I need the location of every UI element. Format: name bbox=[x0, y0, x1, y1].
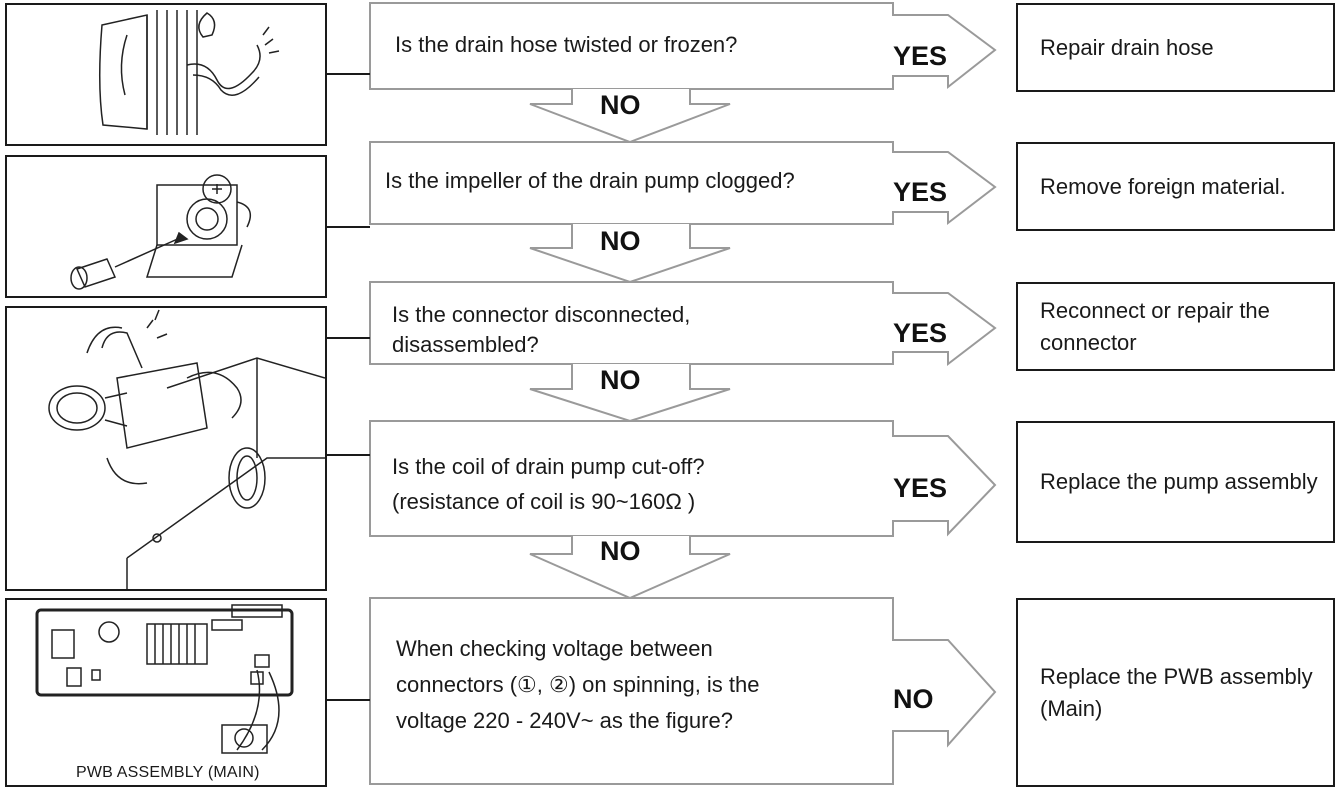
question-1-text: Is the drain hose twisted or frozen? bbox=[395, 32, 738, 57]
question-box-5 bbox=[369, 597, 997, 785]
yes-label-2: YES bbox=[893, 177, 948, 207]
question-4-line-2: (resistance of coil is 90~160Ω ) bbox=[392, 489, 696, 514]
pwb-board-illustration bbox=[5, 598, 327, 787]
question-3-line-2: disassembled? bbox=[392, 332, 539, 357]
drain-hose-illustration bbox=[5, 3, 327, 146]
pwb-caption: PWB ASSEMBLY (MAIN) bbox=[76, 764, 260, 781]
action-box-4: Replace the pump assembly bbox=[1016, 421, 1335, 543]
question-5-line-3: voltage 220 - 240V~ as the figure? bbox=[396, 708, 733, 733]
pump-filter-icon bbox=[70, 174, 252, 290]
no-label-4: NO bbox=[600, 536, 641, 566]
pump-connector-icon bbox=[48, 309, 326, 589]
no-label-2: NO bbox=[600, 226, 641, 256]
action-box-3: Reconnect or repair the connector bbox=[1016, 282, 1335, 371]
action-box-2: Remove foreign material. bbox=[1016, 142, 1335, 231]
question-2-text: Is the impeller of the drain pump clogge… bbox=[385, 168, 795, 193]
yes-label-1: YES bbox=[893, 41, 948, 71]
yes-label-4: YES bbox=[893, 473, 948, 503]
yes-label-3: YES bbox=[893, 318, 948, 348]
question-5-line-2: connectors (①, ②) on spinning, is the bbox=[396, 672, 760, 697]
no-label-1: NO bbox=[600, 90, 641, 120]
drain-hose-icon bbox=[98, 10, 280, 135]
drain-pump-filter-illustration bbox=[5, 155, 327, 298]
question-5-line-1: When checking voltage between bbox=[396, 636, 713, 661]
no-label-5: NO bbox=[893, 684, 934, 714]
question-box-4 bbox=[369, 420, 997, 537]
question-box-3 bbox=[369, 281, 997, 367]
pwb-board-icon bbox=[35, 604, 294, 754]
question-box-2 bbox=[369, 141, 997, 226]
action-box-1: Repair drain hose bbox=[1016, 3, 1335, 92]
question-box-1 bbox=[369, 2, 997, 90]
pump-connector-illustration bbox=[5, 306, 327, 591]
action-box-5: Replace the PWB assembly (Main) bbox=[1016, 598, 1335, 787]
question-4-line-1: Is the coil of drain pump cut-off? bbox=[392, 454, 705, 479]
question-3-line-1: Is the connector disconnected, bbox=[392, 302, 691, 327]
no-label-3: NO bbox=[600, 365, 641, 395]
